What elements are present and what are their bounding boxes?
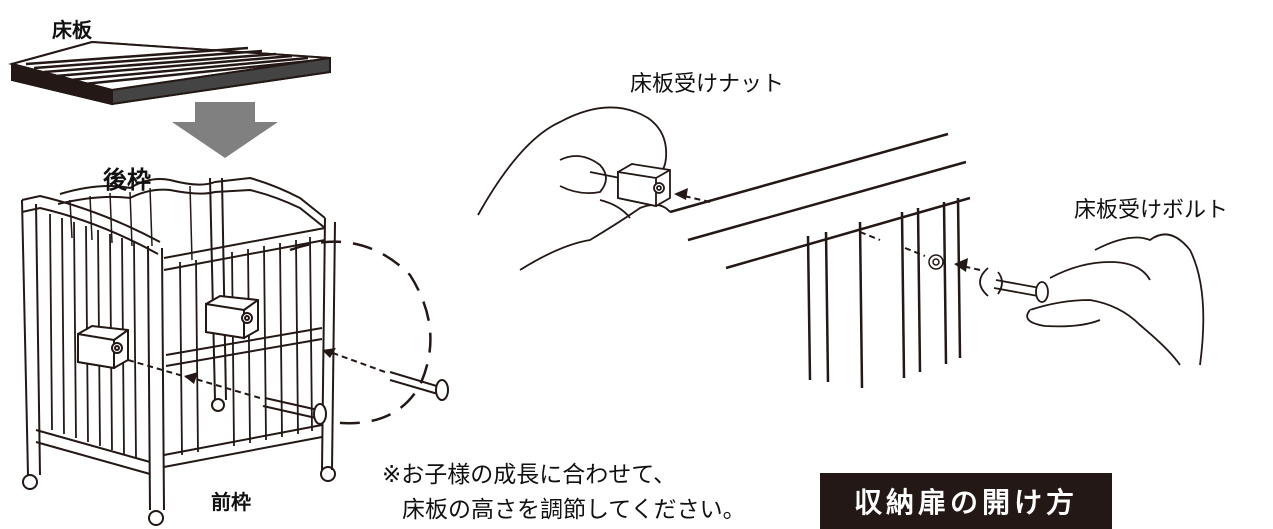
arrowhead-icon [674, 188, 688, 200]
crib-illustration [21, 176, 336, 526]
floorboard-bolt-label: 床板受けボルト [1074, 198, 1229, 223]
adjustment-note-line2: 床板の高さを調節してください。 [402, 497, 746, 523]
front-frame-label: 前枠 [211, 490, 251, 514]
nut-block-icon [77, 324, 129, 370]
back-frame-label: 後枠 [103, 166, 151, 194]
bolt-icon [389, 371, 449, 401]
dashed-arrow [127, 351, 386, 399]
arrowhead-icon [954, 258, 968, 272]
down-arrow-icon [172, 102, 278, 158]
arrowhead-icon [322, 348, 336, 358]
dashed-arrow [683, 195, 711, 203]
adjustment-note-line1: ※お子様の成長に合わせて、 [382, 462, 677, 488]
section-heading-badge: 収納扉の開け方 [820, 473, 1112, 529]
rail-closeup [669, 132, 971, 389]
nut-block-icon [205, 294, 259, 340]
arrowhead-icon [184, 372, 198, 384]
hand-with-nut-illustration [477, 106, 671, 271]
hand-with-bolt-illustration [979, 233, 1205, 366]
zoom-callout-dashed [289, 240, 432, 425]
floorboard-illustration [8, 40, 331, 106]
floorboard-label: 床板 [52, 18, 92, 42]
floorboard-nut-label: 床板受けナット [630, 72, 785, 97]
bolt-icon [262, 397, 327, 425]
